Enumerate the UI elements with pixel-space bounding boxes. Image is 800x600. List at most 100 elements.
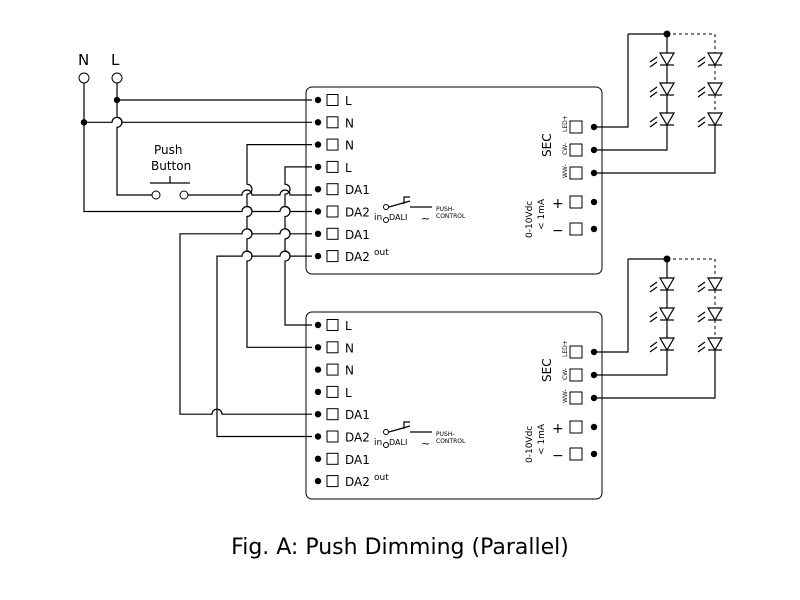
upper-cw-led-icon	[649, 112, 676, 128]
upper-terminal-label: N	[345, 116, 354, 130]
lower-terminal-dot	[314, 477, 322, 485]
upper-dim-label-line2: < 1mA	[537, 198, 547, 230]
lower-terminal-label: L	[345, 319, 352, 333]
upper-terminal-dot	[314, 230, 322, 237]
upper-terminal-box	[326, 116, 339, 129]
lower-switch-icon	[388, 421, 432, 433]
upper-dim-label-line1: 0-10Vdc	[525, 201, 535, 238]
upper-dim-terminal-box	[569, 222, 583, 236]
mains-l-label: L	[111, 51, 120, 69]
lower-out-label: out	[374, 473, 389, 483]
upper-terminal-label: DA2	[345, 206, 370, 220]
upper-dali-contact	[383, 217, 389, 223]
upper-switch-icon	[388, 196, 432, 208]
lower-dim-minus: −	[552, 448, 564, 464]
upper-ww-led-icon	[697, 112, 724, 128]
lower-sec-label: SEC	[540, 358, 554, 382]
lower-terminal-box	[326, 341, 339, 354]
upper-terminal-dot	[314, 96, 322, 104]
mains-n-label: N	[78, 51, 89, 69]
lower-ww-led-icon	[697, 277, 724, 293]
mains-n-terminal	[78, 72, 90, 84]
upper-terminal-box	[326, 250, 339, 263]
lower-terminal-dot	[314, 366, 322, 373]
lower-terminal-label: DA2	[345, 431, 370, 445]
upper-dim-terminal-dot	[590, 198, 598, 206]
upper-driver-body	[305, 86, 603, 275]
upper-led-strings	[594, 30, 724, 174]
lower-dim-terminal-dot	[590, 450, 598, 458]
upper-terminal-label: L	[345, 94, 352, 108]
lower-terminal-box	[326, 475, 339, 488]
upper-ww-wire	[594, 125, 716, 174]
n-loop-wire	[246, 144, 312, 348]
lower-terminal-label: N	[345, 341, 354, 355]
lower-sec-terminal-label: CW-	[562, 368, 569, 380]
upper-sec-terminal-box	[569, 143, 583, 157]
lower-led-strings	[594, 255, 724, 399]
lower-sec-terminal-box	[569, 391, 583, 405]
upper-push-control-line2: CONTROL	[436, 213, 466, 220]
lower-sec-terminal-box	[569, 345, 583, 359]
lower-cw-led-icon	[649, 337, 676, 353]
upper-dim-plus: +	[552, 196, 564, 212]
upper-dim-terminal-box	[569, 195, 583, 209]
da2-loop-wire	[216, 250, 312, 438]
upper-sec-terminal-label: LED+	[562, 115, 569, 132]
lower-terminal-box	[326, 319, 339, 331]
upper-terminal-dot	[314, 119, 322, 126]
upper-sec-label: SEC	[540, 133, 554, 157]
lower-terminal-dot	[314, 388, 322, 396]
lower-sec-terminal-label: LED+	[562, 340, 569, 357]
upper-dim-terminal-dot	[590, 225, 598, 233]
lower-in-label: in	[374, 438, 382, 448]
lower-terminal-dot	[314, 455, 322, 462]
upper-dali-contact	[383, 204, 389, 210]
lower-terminal-label: DA1	[345, 453, 370, 467]
upper-sec-terminal-box	[569, 120, 583, 134]
upper-terminal-label: DA1	[345, 183, 370, 197]
upper-dali-label: DALI	[389, 213, 407, 222]
lower-driver-body	[305, 311, 603, 500]
push-button-switch-icon	[150, 176, 190, 200]
upper-terminal-dot	[314, 208, 322, 215]
upper-terminal-dot	[314, 252, 322, 260]
upper-dim-minus: −	[552, 223, 564, 239]
upper-cw-led-icon	[649, 82, 676, 98]
lower-dim-terminal-box	[569, 447, 583, 461]
upper-ww-led-icon	[697, 82, 724, 98]
upper-sec-terminal-label: WW-	[562, 164, 569, 178]
lower-dali-contact	[383, 429, 389, 435]
lower-cw-led-icon	[649, 307, 676, 323]
upper-terminal-dot	[314, 141, 322, 148]
upper-cw-wire	[594, 125, 668, 151]
upper-out-label: out	[374, 248, 389, 258]
lower-dim-plus: +	[552, 421, 564, 437]
push-button-label-line2: Button	[151, 159, 191, 173]
lower-dali-contact	[383, 442, 389, 448]
lower-terminal-dot	[314, 344, 322, 351]
lower-ww-led-icon	[697, 337, 724, 353]
lower-led-plus-wire	[594, 259, 629, 353]
lower-terminal-box	[326, 408, 339, 421]
figure-caption: Fig. A: Push Dimming (Parallel)	[231, 535, 569, 560]
lower-terminal-label: DA1	[345, 408, 370, 422]
mains-l-terminal	[111, 72, 123, 84]
lower-terminal-box	[326, 385, 339, 398]
upper-in-label: in	[374, 213, 382, 223]
lower-terminal-label: N	[345, 364, 354, 378]
lower-sec-terminal-box	[569, 368, 583, 382]
upper-terminal-dot	[314, 186, 322, 193]
lower-terminal-box	[326, 363, 339, 376]
lower-sec-terminal-label: WW-	[562, 389, 569, 403]
lower-cw-wire	[594, 350, 668, 376]
upper-terminal-box	[326, 138, 339, 151]
upper-terminal-box	[326, 183, 339, 196]
lower-dali-label: DALI	[389, 438, 407, 447]
lower-dim-terminal-dot	[590, 423, 598, 431]
lower-terminal-box	[326, 430, 339, 443]
upper-terminal-label: L	[345, 161, 352, 175]
lower-dim-terminal-box	[569, 420, 583, 434]
lower-terminal-dot	[314, 411, 322, 418]
